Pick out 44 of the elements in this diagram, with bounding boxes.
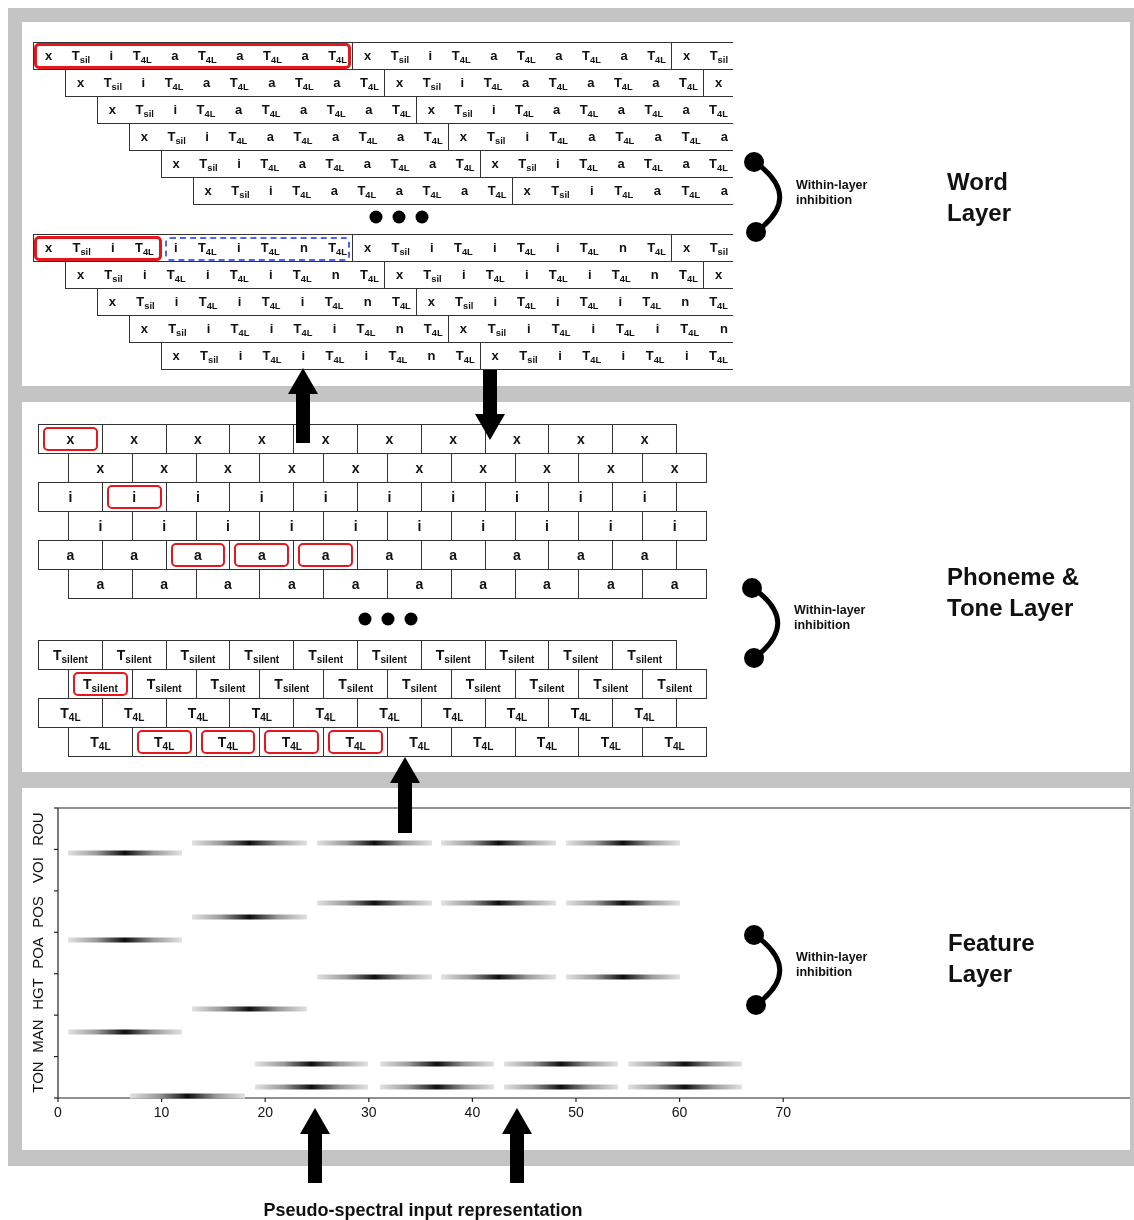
- layer-panel: [22, 402, 1130, 772]
- axis-label: MAN: [29, 1018, 47, 1055]
- tick-label: 30: [360, 1104, 378, 1120]
- inhibition-label: Within-layer inhibition: [796, 950, 869, 980]
- phoneme-cell: T$_{silent}$: [612, 640, 677, 670]
- arrow: [288, 368, 318, 443]
- tick-label: 50: [567, 1104, 585, 1120]
- phoneme-cell: T$_{silent}$: [38, 640, 103, 670]
- phoneme-cell: T$_{4L}$: [195, 727, 261, 757]
- inhibition-label: Within-layer inhibition: [796, 178, 869, 208]
- tick-label: 20: [256, 1104, 274, 1120]
- tick-label: 0: [53, 1104, 63, 1120]
- layer-panel: [22, 788, 1130, 1150]
- phoneme-cell: x: [612, 424, 677, 454]
- layer-title: Word Layer: [947, 167, 1013, 228]
- tick-label: 10: [152, 1104, 171, 1120]
- tick-label: 60: [670, 1104, 689, 1120]
- phoneme-cell: a: [68, 569, 133, 599]
- phoneme-cell: T$_{4L}$: [68, 727, 133, 757]
- arrow: [300, 1108, 330, 1183]
- word-cell: x T$_{sil}$ i T$_{4L}$ a T$_{4L}$ a T$_{4L}$ a T$_{4L}$: [192, 177, 513, 205]
- axis-label: HGT: [29, 977, 47, 1013]
- axis-label: POA: [29, 936, 47, 971]
- layer-panel: [22, 22, 1130, 386]
- word-cell: x T$_{sil}$ i T$_{4L}$ i T$_{4L}$ i T$_{4L}$ n T$_{4L}$: [160, 342, 481, 370]
- arrow: [502, 1108, 532, 1183]
- tick-label: 70: [774, 1104, 792, 1120]
- axis-label: TON: [29, 1060, 47, 1095]
- phoneme-cell: a: [642, 569, 707, 599]
- arrow: [475, 370, 505, 440]
- layer-title: Feature Layer: [948, 928, 1036, 989]
- layer-title: Phoneme & Tone Layer: [947, 562, 1081, 623]
- arrow: [390, 757, 420, 833]
- axis-label: VOI: [29, 856, 47, 886]
- tick-label: 40: [463, 1104, 482, 1120]
- axis-label: ROU: [29, 811, 47, 848]
- phoneme-cell: T$_{4L}$: [642, 727, 707, 757]
- phoneme-cell: T$_{4L}$: [131, 727, 197, 757]
- input-label: Pseudo-spectral input representation: [200, 1199, 646, 1220]
- phoneme-cell: x: [38, 424, 103, 454]
- phoneme-cell: T$_{4L}$: [323, 727, 388, 757]
- inhibition-label: Within-layer inhibition: [794, 603, 867, 633]
- phoneme-cell: T$_{4L}$: [259, 727, 325, 757]
- axis-label: POS: [29, 894, 47, 930]
